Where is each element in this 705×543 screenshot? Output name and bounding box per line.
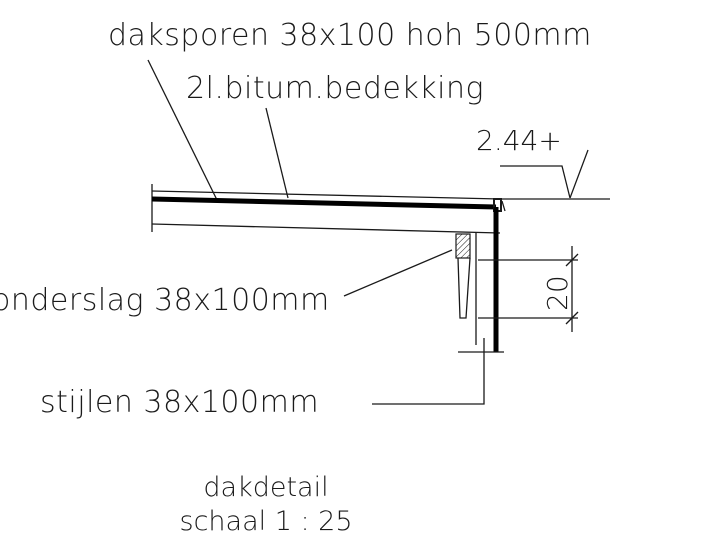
level-marker-tick [569,149,589,199]
rafters-leader [147,59,219,203]
level-label: 2.44+ [476,124,562,157]
rafter-bottom-line [151,223,501,234]
dim-tick-bottom [565,311,579,325]
lintel-leader [343,249,453,297]
studs-label: stijlen 38x100mm [40,385,319,420]
drawing-scale: schaal 1 : 25 [180,506,353,537]
roofing-leader [265,107,289,199]
rafters-label: daksporen 38x100 hoh 500mm [108,18,592,53]
drawing-title: dakdetail [203,472,328,503]
roofing-label: 2l.bitum.bedekking [186,71,484,106]
lintel-below [457,257,471,319]
dim-tick-top [565,253,579,267]
bitumen-layer [151,196,497,210]
lintel-label: onderslag 38x100mm [0,283,330,318]
dimension-label: 20 [541,275,574,311]
level-marker-leader [500,165,571,199]
roofing-top-line [151,190,501,200]
studs-leader [372,338,485,405]
lintel-section [455,233,471,259]
fascia-edge [501,200,506,212]
